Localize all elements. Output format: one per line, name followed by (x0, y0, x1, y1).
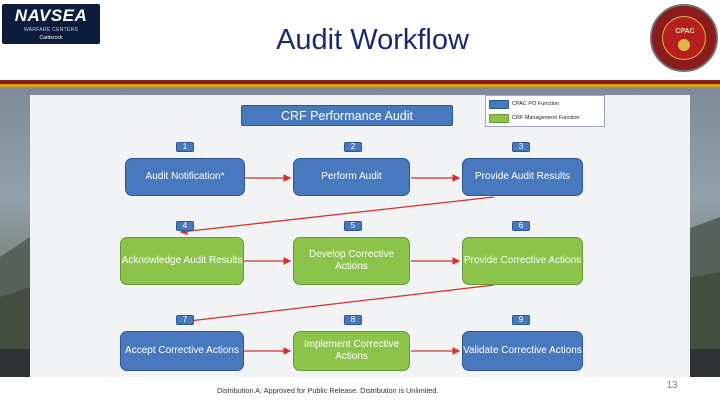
step-number-3: 3 (512, 142, 530, 152)
step-number-6: 6 (512, 221, 530, 231)
legend-label-cpac: CPAC PO Function (512, 101, 559, 107)
step-box-provide-audit-results: Provide Audit Results (462, 158, 583, 196)
step-number-7: 7 (176, 315, 194, 325)
navsea-logo: NAVSEA WARFARE CENTERS Carderock (2, 4, 100, 44)
distribution-statement: Distribution A: Approved for Public Rele… (217, 386, 439, 395)
navsea-logo-subtitle: WARFARE CENTERS (23, 27, 79, 33)
diagram-title: CRF Performance Audit (241, 105, 453, 126)
step-number-1: 1 (176, 142, 194, 152)
step-number-9: 9 (512, 315, 530, 325)
step-box-accept-corrective-actions: Accept Corrective Actions (120, 331, 244, 371)
step-box-perform-audit: Perform Audit (293, 158, 410, 196)
legend: CPAC PO Function CRF Management Function (485, 95, 605, 127)
legend-swatch-green (489, 114, 509, 123)
slide-footer: Distribution A: Approved for Public Rele… (0, 377, 720, 405)
legend-label-crf: CRF Management Function (512, 115, 580, 121)
navsea-logo-site: Carderock (39, 35, 63, 41)
page-number: 13 (666, 380, 678, 391)
step-number-8: 8 (344, 315, 362, 325)
header-stripe-red (0, 80, 720, 84)
workflow-diagram: CRF Performance Audit CPAC PO Function C… (30, 95, 690, 377)
step-box-validate-corrective-actions: Validate Corrective Actions (462, 331, 583, 371)
eagle-globe-anchor-icon (678, 39, 690, 51)
slide-header: NAVSEA WARFARE CENTERS Carderock Audit W… (0, 0, 720, 80)
legend-swatch-blue (489, 100, 509, 109)
seal-inner-ring: CPAC (662, 16, 706, 60)
page-title: Audit Workflow (276, 24, 469, 56)
arrow-3-to-4 (179, 196, 495, 236)
navsea-logo-name: NAVSEA (14, 6, 88, 25)
cpac-seal-logo: CPAC (650, 4, 718, 72)
arrow-6-to-7 (179, 284, 495, 326)
step-box-develop-corrective-actions: Develop Corrective Actions (293, 237, 410, 285)
header-stripe-gold (0, 84, 720, 87)
step-number-2: 2 (344, 142, 362, 152)
step-box-implement-corrective-actions: Implement Corrective Actions (293, 331, 410, 371)
seal-text: CPAC (675, 28, 695, 35)
step-box-provide-corrective-actions: Provide Corrective Actions (462, 237, 583, 285)
step-number-5: 5 (344, 221, 362, 231)
step-box-acknowledge-audit-results: Acknowledge Audit Results (120, 237, 244, 285)
step-box-audit-notification: Audit Notification* (125, 158, 245, 196)
step-number-4: 4 (176, 221, 194, 231)
